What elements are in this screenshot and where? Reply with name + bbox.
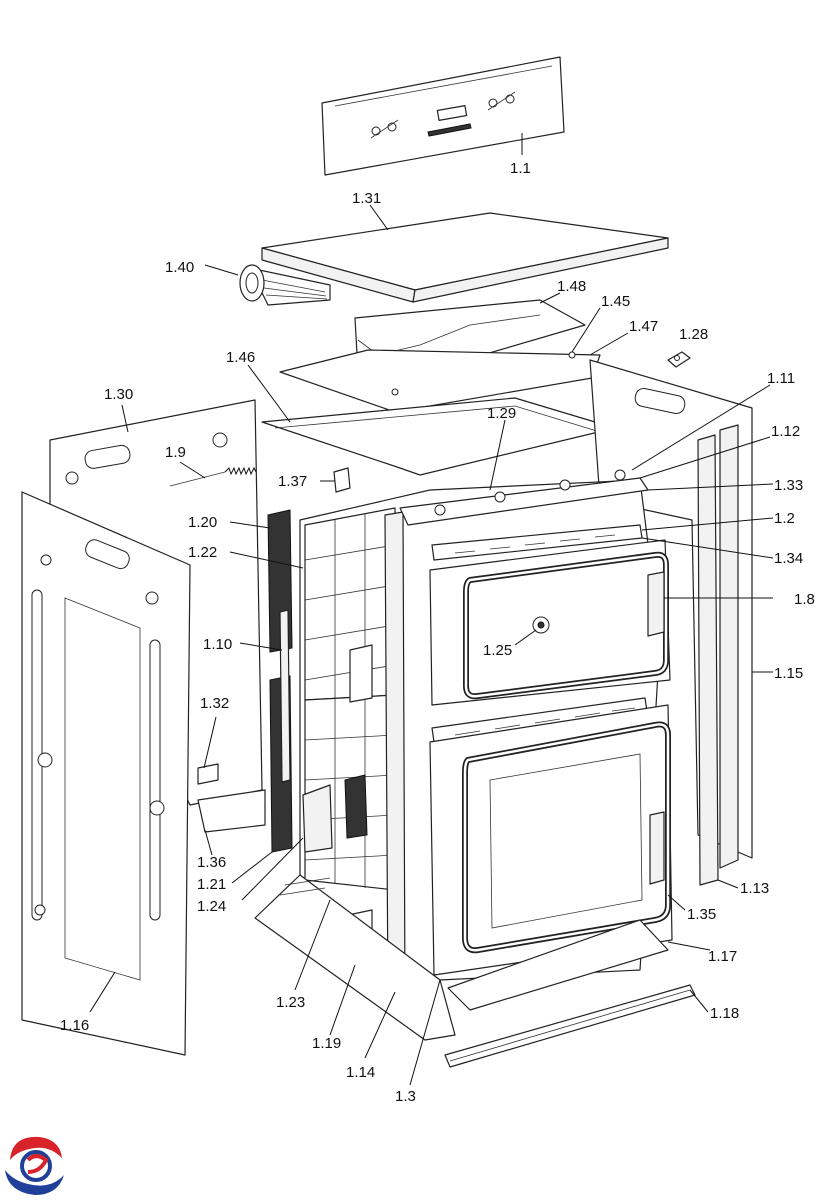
retaining-clip	[333, 467, 351, 493]
label-1-18: 1.18	[710, 1005, 739, 1022]
left-side-panel	[21, 491, 191, 1056]
label-1-25: 1.25	[483, 642, 512, 659]
label-1-1: 1.1	[510, 160, 531, 177]
label-1-11: 1.11	[767, 370, 795, 387]
label-1-45: 1.45	[601, 293, 630, 310]
label-1-34: 1.34	[774, 550, 803, 567]
label-1-28: 1.28	[679, 326, 708, 343]
part-labels: 1.1 1.31 1.40 1.48 1.45 1.47 1.28 1.46 1…	[60, 160, 815, 1105]
top-cover	[261, 212, 669, 303]
lower-oven-cavity	[429, 704, 673, 976]
upper-oven-cavity	[429, 539, 671, 706]
label-1-10: 1.10	[203, 636, 232, 653]
leader-lines	[89, 133, 774, 1086]
label-1-8: 1.8	[794, 591, 815, 608]
label-1-13: 1.13	[740, 880, 769, 897]
cooling-fan	[239, 264, 331, 306]
control-panel	[321, 56, 565, 176]
label-1-9: 1.9	[165, 444, 186, 461]
label-1-33: 1.33	[774, 477, 803, 494]
baffle-sheet	[261, 397, 616, 476]
label-1-47: 1.47	[629, 318, 658, 335]
label-1-12: 1.12	[771, 423, 800, 440]
label-1-40: 1.40	[165, 259, 194, 276]
label-1-3: 1.3	[395, 1088, 416, 1105]
side-bracket	[197, 763, 266, 833]
label-1-35: 1.35	[687, 906, 716, 923]
label-1-30: 1.30	[104, 386, 133, 403]
hinge-spring	[169, 466, 257, 487]
label-1-16: 1.16	[60, 1017, 89, 1034]
brand-swirl-icon	[5, 1136, 64, 1195]
label-1-19: 1.19	[312, 1035, 341, 1052]
label-1-22: 1.22	[188, 544, 217, 561]
label-1-37: 1.37	[278, 473, 307, 490]
label-1-14: 1.14	[346, 1064, 375, 1081]
label-1-29: 1.29	[487, 405, 516, 422]
label-1-31: 1.31	[352, 190, 381, 207]
label-1-24: 1.24	[197, 898, 226, 915]
label-1-46: 1.46	[226, 349, 255, 366]
label-1-15: 1.15	[774, 665, 803, 682]
label-1-17: 1.17	[708, 948, 737, 965]
label-1-20: 1.20	[188, 514, 217, 531]
label-1-21: 1.21	[197, 876, 226, 893]
clip-bracket	[667, 351, 691, 368]
base-tray	[254, 874, 696, 1068]
mounting-plate	[279, 349, 601, 413]
label-1-48: 1.48	[557, 278, 586, 295]
label-1-36: 1.36	[197, 854, 226, 871]
label-1-23: 1.23	[276, 994, 305, 1011]
label-1-32: 1.32	[200, 695, 229, 712]
label-1-2: 1.2	[774, 510, 795, 527]
